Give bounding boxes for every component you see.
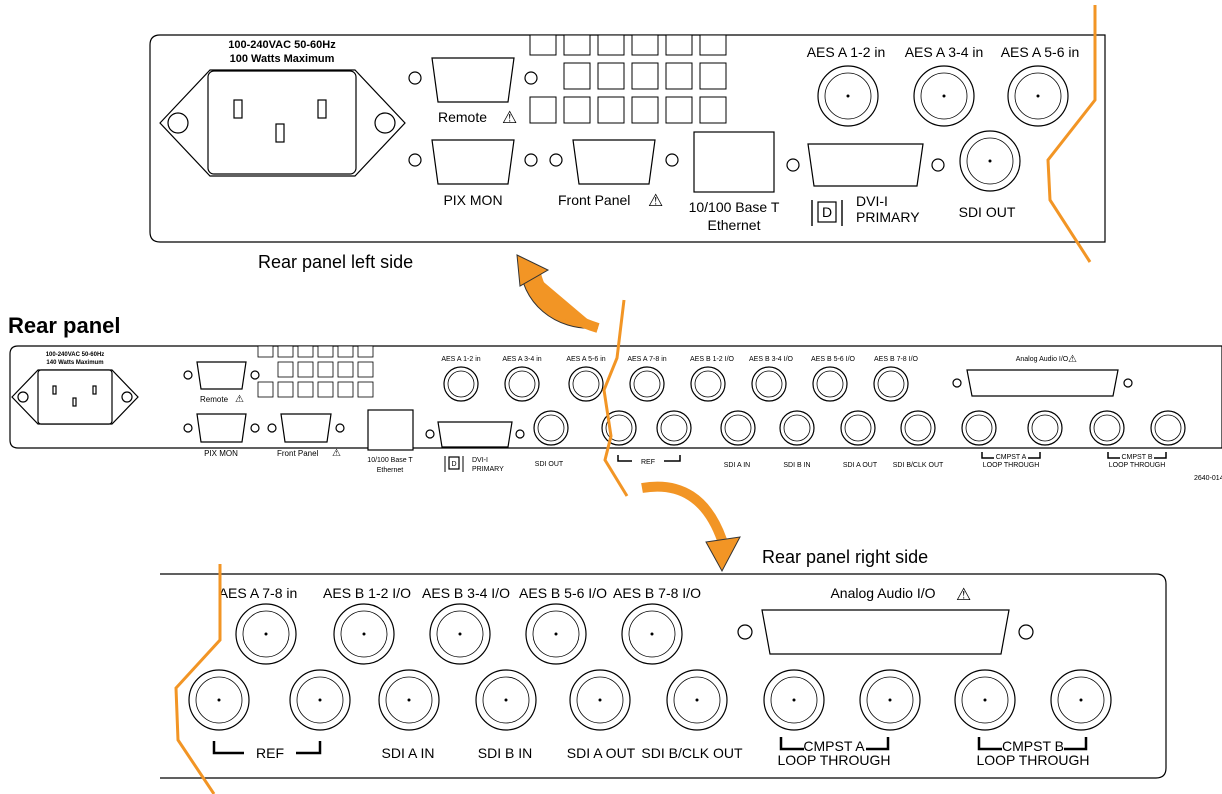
ethernet-port [693,131,775,193]
analog-audio-label: Analog Audio I/O [830,585,935,601]
pix-mon-connector [408,139,538,185]
small-pix-mon-label: PIX MON [204,449,238,458]
aes-b-12-label: AES B 1-2 I/O [323,585,411,601]
small-dvi-2: PRIMARY [472,466,504,473]
small-ethernet-1: 10/100 Base T [367,457,413,464]
small-sdi-a-out: SDI A OUT [843,462,878,469]
right-side-panel: AES A 7-8 in AES B 1-2 I/O AES B 3-4 I/O… [160,564,1167,794]
cmpst-a-label: CMPST A [803,738,865,754]
sdi-a-out-label: SDI A OUT [567,745,636,761]
loop-through-a-label: LOOP THROUGH [777,752,890,768]
rear-panel-heading: Rear panel [8,313,121,338]
small-remote-label: Remote [200,395,229,404]
ethernet-label-2: Ethernet [708,217,761,233]
small-aes-b-78: AES B 7-8 I/O [874,356,919,363]
small-front-panel-label: Front Panel [277,449,319,458]
warning-icon: ⚠ [502,108,517,127]
pix-mon-label: PIX MON [443,192,502,208]
power-inlet [159,69,406,177]
aes-a-78-label: AES A 7-8 in [219,585,298,601]
aes-a-56-label: AES A 5-6 in [1001,44,1080,60]
power-rating-line1: 100-240VAC 50-60Hz [228,39,336,51]
small-aes-b-56: AES B 5-6 I/O [811,356,856,363]
remote-connector [408,57,538,103]
small-loop-a: LOOP THROUGH [983,462,1040,469]
front-panel-label: Front Panel [558,192,630,208]
sdi-b-in-label: SDI B IN [478,745,532,761]
sdi-a-in-label: SDI A IN [382,745,435,761]
warning-icon: ⚠ [1068,354,1077,365]
aes-b-34-label: AES B 3-4 I/O [422,585,510,601]
arrow-head-left [516,254,550,287]
small-bottom-connectors [601,410,1186,446]
small-dvi-1: DVI-I [472,457,488,464]
power-rating-line2: 100 Watts Maximum [230,53,335,65]
small-sdi-a-in: SDI A IN [724,462,750,469]
aes-b-78-label: AES B 7-8 I/O [613,585,701,601]
loop-through-b-label: LOOP THROUGH [976,752,1089,768]
dvi-d-mark: D [822,204,832,220]
cmpst-b-bracket [977,737,1088,751]
analog-audio-connector [737,609,1034,655]
aes-right-connectors [235,603,683,665]
small-loop-b: LOOP THROUGH [1109,462,1166,469]
sdi-out-label: SDI OUT [959,204,1016,220]
small-ethernet-2: Ethernet [377,467,404,474]
front-panel-connector [549,139,679,185]
aes-a-12-label: AES A 1-2 in [807,44,886,60]
figure-id: 2640-014 [1194,475,1222,482]
ethernet-label-1: 10/100 Base T [689,199,780,215]
warning-icon: ⚠ [235,394,244,405]
arrow-curve-left [530,267,600,333]
remote-label: Remote [438,109,487,125]
left-side-panel: 100-240VAC 50-60Hz 100 Watts Maximum Rem… [149,5,1106,263]
warning-icon: ⚠ [332,448,341,459]
dvi-label-1: DVI-I [856,193,888,209]
dvi-label-2: PRIMARY [856,209,920,225]
small-sdi-b-in: SDI B IN [783,462,810,469]
full-rear-panel: 100-240VAC 50-60Hz 140 Watts Maximum Rem… [9,299,1222,497]
bottom-row-connectors [188,669,1112,731]
small-analog-label: Analog Audio I/O [1016,356,1069,363]
small-dvi-d: D [451,461,456,468]
left-side-caption: Rear panel left side [258,252,413,272]
arrow-head-right [705,536,741,573]
small-cmpst-b: CMPST B [1122,454,1153,461]
small-power-line2: 140 Watts Maximum [46,360,103,366]
small-ref: REF [641,459,655,466]
small-aes-a-12: AES A 1-2 in [441,356,480,363]
arrow-curve-right [641,481,727,542]
small-aes-connectors [443,366,909,402]
sdi-out-connector [959,130,1021,192]
small-aes-b-12: AES B 1-2 I/O [690,356,735,363]
cmpst-a-bracket [779,737,890,751]
small-power-line1: 100-240VAC 50-60Hz [46,352,105,358]
dvi-connector [786,143,945,226]
small-aes-a-78: AES A 7-8 in [627,356,666,363]
small-aes-a-34: AES A 3-4 in [502,356,541,363]
ref-label: REF [256,745,284,761]
warning-icon: ⚠ [956,585,971,604]
sdi-b-clk-label: SDI B/CLK OUT [641,745,743,761]
right-side-caption: Rear panel right side [762,547,928,567]
cmpst-b-label: CMPST B [1002,738,1064,754]
small-cmpst-a: CMPST A [996,454,1027,461]
aes-a-connectors [817,65,1069,127]
slot-grid [529,34,727,124]
warning-icon: ⚠ [648,191,663,210]
small-sdi-b-clk: SDI B/CLK OUT [893,462,944,469]
small-sdi-out: SDI OUT [535,461,564,468]
aes-b-56-label: AES B 5-6 I/O [519,585,607,601]
ref-bracket [212,741,322,755]
small-aes-a-56: AES A 5-6 in [566,356,605,363]
aes-a-34-label: AES A 3-4 in [905,44,984,60]
small-aes-b-34: AES B 3-4 I/O [749,356,794,363]
